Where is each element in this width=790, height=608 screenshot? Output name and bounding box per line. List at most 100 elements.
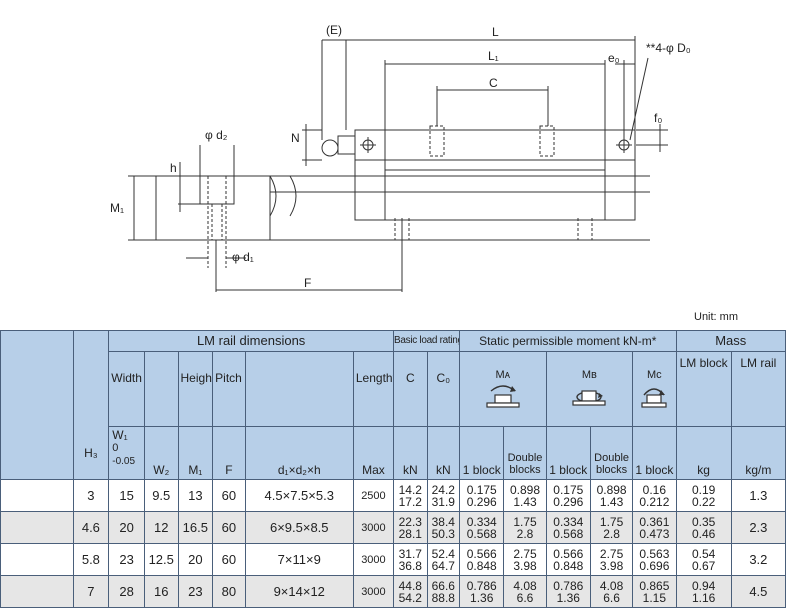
header-blank — [0, 330, 74, 480]
header-m1: M₁ — [177, 426, 214, 480]
cell-c0-b: 88.8 — [431, 590, 455, 605]
cell-f: 80 — [212, 575, 246, 608]
header-h3: H₃ — [72, 330, 110, 480]
cell-w2: 12.5 — [143, 543, 179, 576]
cell-mc-a: 0.563 — [639, 546, 670, 561]
cell-ma1-a: 0.334 — [466, 514, 497, 529]
cell-mb2-a: 2.75 — [599, 546, 624, 561]
cell-blk-a: 0.35 — [691, 514, 716, 529]
row-label-cell — [0, 511, 74, 544]
label-n: N — [291, 131, 300, 145]
cell-c0-b: 50.3 — [431, 526, 455, 541]
cell-blk-a: 0.19 — [691, 482, 716, 497]
label-l1: L₁ — [488, 49, 499, 63]
cell-w1: 15 — [108, 479, 145, 512]
cell-c0-b: 64.7 — [431, 558, 455, 573]
label-d0: **4-φ D₀ — [646, 41, 691, 55]
label-f0: f₀ — [654, 111, 662, 125]
header-lm-rail-dimensions: LM rail dimensions — [108, 330, 394, 352]
cell-rail-mass: 4.5 — [730, 575, 787, 608]
cell-h3: 4.6 — [72, 511, 110, 544]
header-ma-1block: 1 block — [459, 426, 505, 480]
cell-w1: 23 — [108, 543, 145, 576]
mc-label: Mᴄ — [647, 368, 662, 381]
cell-ma1-a: 0.566 — [466, 546, 497, 561]
cell-mb1-b: 0.568 — [553, 526, 584, 541]
row-label-cell — [0, 543, 74, 576]
cell-ma1-b: 1.36 — [470, 590, 494, 605]
cell-mb1-a: 0.566 — [553, 546, 584, 561]
header-d-blank — [244, 351, 354, 427]
header-w2-blank — [143, 351, 179, 427]
header-basic-load-rating: Basic load rating — [392, 330, 461, 352]
cell-mb2-b: 6.6 — [603, 590, 620, 605]
w1-label: W₁ — [112, 428, 128, 442]
cell-ma2-a: 2.75 — [513, 546, 537, 561]
cell-ma1-b: 0.848 — [466, 558, 497, 573]
cell-w1: 20 — [108, 511, 145, 544]
cell-m1: 13 — [177, 479, 214, 512]
header-c0: C₀ — [426, 351, 461, 427]
cell-mc-b: 0.212 — [639, 494, 670, 509]
cell-mb1-a: 0.175 — [553, 482, 584, 497]
cell-max: 3000 — [352, 543, 395, 576]
cell-w2: 12 — [143, 511, 179, 544]
cell-f: 60 — [212, 543, 246, 576]
mc-moment-icon — [641, 387, 667, 408]
cell-ma2-b: 2.8 — [516, 526, 534, 541]
cell-blk-a: 0.54 — [691, 546, 716, 561]
mb-moment-icon — [572, 389, 607, 406]
cell-ma1-a: 0.175 — [466, 482, 497, 497]
cell-rail-mass: 3.2 — [730, 543, 787, 576]
cell-mc-a: 0.16 — [642, 482, 667, 497]
header-w1: W₁ 0 -0.05 — [108, 426, 145, 480]
label-d2: φ d₂ — [205, 128, 228, 142]
cell-mb2-b: 1.43 — [599, 494, 624, 509]
header-mb-double: Double blocks — [589, 426, 634, 480]
cell-d1d2h: 4.5×7.5×5.3 — [244, 479, 354, 512]
cell-mb2-a: 1.75 — [599, 514, 624, 529]
header-max: Max — [352, 426, 395, 480]
label-l: L — [492, 25, 499, 39]
cell-m1: 23 — [177, 575, 214, 608]
header-mass: Mass — [675, 330, 787, 352]
cell-mb2-b: 3.98 — [599, 558, 624, 573]
cell-c-a: 22.3 — [398, 514, 422, 529]
cell-c0-a: 52.4 — [431, 546, 455, 561]
rail-side-view — [215, 175, 650, 292]
cell-f: 60 — [212, 479, 246, 512]
header-f: F — [212, 426, 246, 480]
header-kgm: kg/m — [730, 426, 787, 480]
cell-mb1-a: 0.334 — [553, 514, 584, 529]
header-kn-c: kN — [393, 426, 428, 480]
cell-d1d2h: 6×9.5×8.5 — [244, 511, 354, 544]
cell-ma2-a: 1.75 — [513, 514, 537, 529]
label-c: C — [489, 76, 498, 90]
cell-mb1-b: 1.36 — [556, 590, 580, 605]
header-length: Length* — [352, 351, 395, 427]
ma-label: Mᴀ — [495, 368, 511, 381]
cell-c-b: 28.1 — [398, 526, 422, 541]
cell-c-a: 31.7 — [398, 546, 422, 561]
header-kn-c0: kN — [426, 426, 461, 480]
header-height: Height — [177, 351, 214, 427]
cell-rail-mass: 1.3 — [730, 479, 787, 512]
cell-ma1-b: 0.568 — [466, 526, 497, 541]
header-c: C — [393, 351, 428, 427]
